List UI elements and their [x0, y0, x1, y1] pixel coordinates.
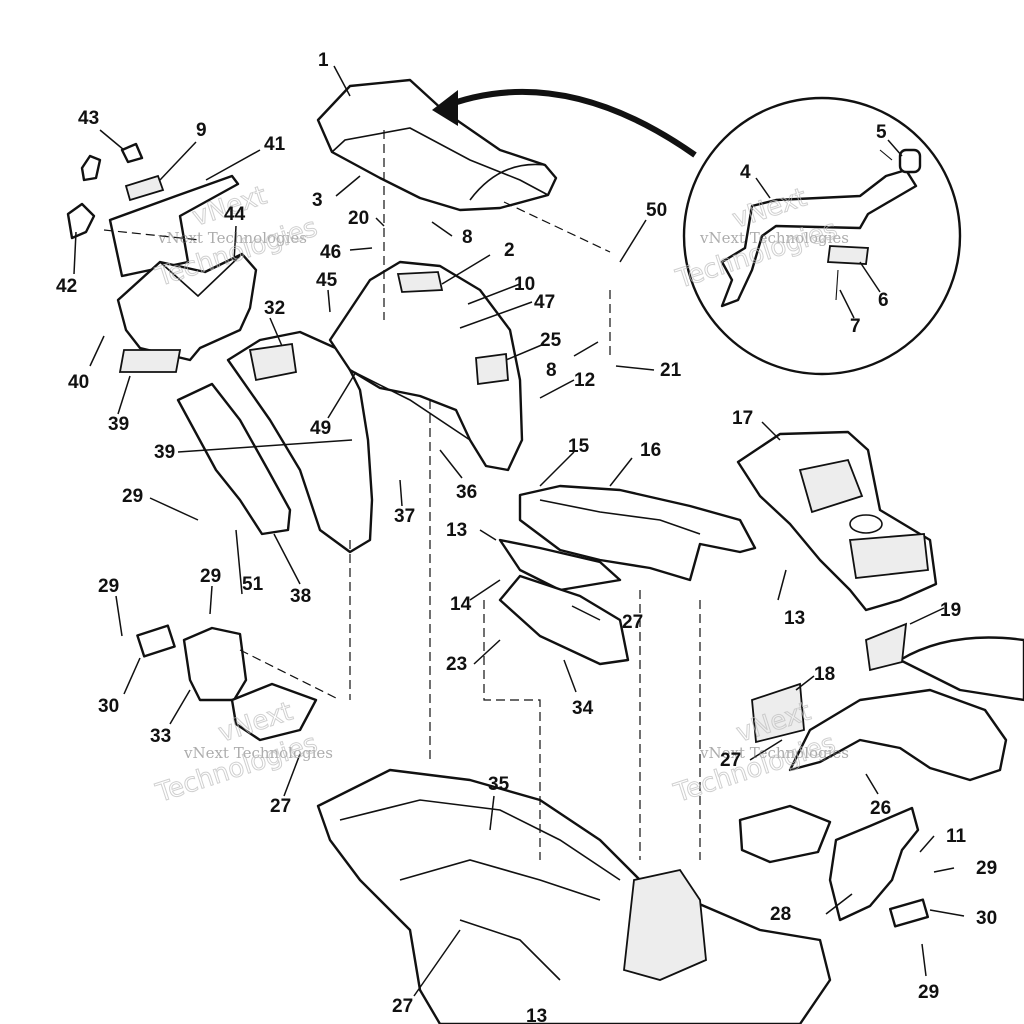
callout-number: 28: [770, 904, 791, 925]
callout-number: 29: [918, 982, 939, 1003]
callout-number: 1: [318, 50, 329, 71]
callout-number: 21: [660, 360, 682, 381]
right-fender: [751, 622, 1024, 782]
callout-number: 27: [622, 612, 643, 633]
callout-number: 29: [976, 858, 997, 879]
callout-number: 41: [264, 134, 286, 155]
callout-number: 42: [56, 276, 77, 297]
battery-box: [66, 142, 258, 373]
detail-circle: [682, 96, 962, 376]
front-fender: [498, 484, 757, 666]
callout-number: 13: [446, 520, 467, 541]
callout-number: 50: [646, 200, 667, 221]
callout-number: 45: [316, 270, 338, 291]
callout-number: 37: [394, 506, 415, 527]
watermark-text: vNext Technologies: [699, 744, 849, 762]
callout-number: 13: [784, 608, 805, 629]
callout-number: 44: [224, 204, 246, 225]
callout-number: 8: [462, 227, 473, 248]
callout-number: 29: [98, 576, 119, 597]
callout-number: 47: [534, 292, 555, 313]
callout-number: 49: [310, 418, 331, 439]
frame: [316, 768, 832, 1024]
callout-number: 7: [850, 316, 861, 337]
callout-number: 40: [68, 372, 89, 393]
callout-number: 16: [640, 440, 661, 461]
front-hood: [736, 430, 938, 612]
callout-number: 4: [740, 162, 751, 183]
callout-number: 38: [290, 586, 311, 607]
callout-number: 46: [320, 242, 341, 263]
callout-number: 9: [196, 120, 207, 141]
callouts: 1 2 3 4 5 6 7 8 8 9 10 11 12 13 13 13 14…: [56, 50, 997, 1024]
callout-number: 27: [720, 750, 741, 771]
callout-number: 10: [514, 274, 535, 295]
detail-arrow: [432, 88, 697, 158]
seat-part: [316, 78, 558, 212]
callout-number: 3: [312, 190, 323, 211]
callout-number: 43: [78, 108, 99, 129]
callout-number: 39: [154, 442, 175, 463]
callout-number: 11: [946, 826, 967, 847]
rear-fender: [328, 260, 524, 472]
callout-number: 51: [242, 574, 264, 595]
left-fender: [176, 330, 374, 554]
callout-number: 26: [870, 798, 891, 819]
callout-number: 19: [940, 600, 961, 621]
assembly-lines: [103, 130, 701, 860]
mudflaps: [136, 624, 930, 928]
watermark-text: vNext Technologies: [699, 229, 849, 247]
callout-number: 36: [456, 482, 477, 503]
callout-number: 17: [732, 408, 753, 429]
callout-number: 35: [488, 774, 510, 795]
callout-number: 27: [392, 996, 413, 1017]
leader-lines: [73, 65, 965, 997]
watermark-text: vNext Technologies: [157, 229, 307, 247]
callout-number: 5: [876, 122, 887, 143]
callout-number: 30: [98, 696, 119, 717]
callout-number: 2: [504, 240, 515, 261]
callout-number: 12: [574, 370, 595, 391]
callout-number: 25: [540, 330, 562, 351]
callout-number: 29: [122, 486, 143, 507]
callout-number: 23: [446, 654, 467, 675]
watermark-text: vNext Technologies: [183, 744, 333, 762]
callout-number: 34: [572, 698, 594, 719]
callout-number: 14: [450, 594, 472, 615]
callout-number: 30: [976, 908, 997, 929]
callout-number: 32: [264, 298, 285, 319]
callout-number: 18: [814, 664, 835, 685]
callout-number: 6: [878, 290, 889, 311]
callout-number: 29: [200, 566, 221, 587]
callout-number: 39: [108, 414, 129, 435]
callout-number: 20: [348, 208, 369, 229]
callout-number: 33: [150, 726, 171, 747]
callout-number: 13: [526, 1006, 547, 1024]
callout-number: 15: [568, 436, 590, 457]
callout-number: 27: [270, 796, 291, 817]
callout-number: 8: [546, 360, 557, 381]
